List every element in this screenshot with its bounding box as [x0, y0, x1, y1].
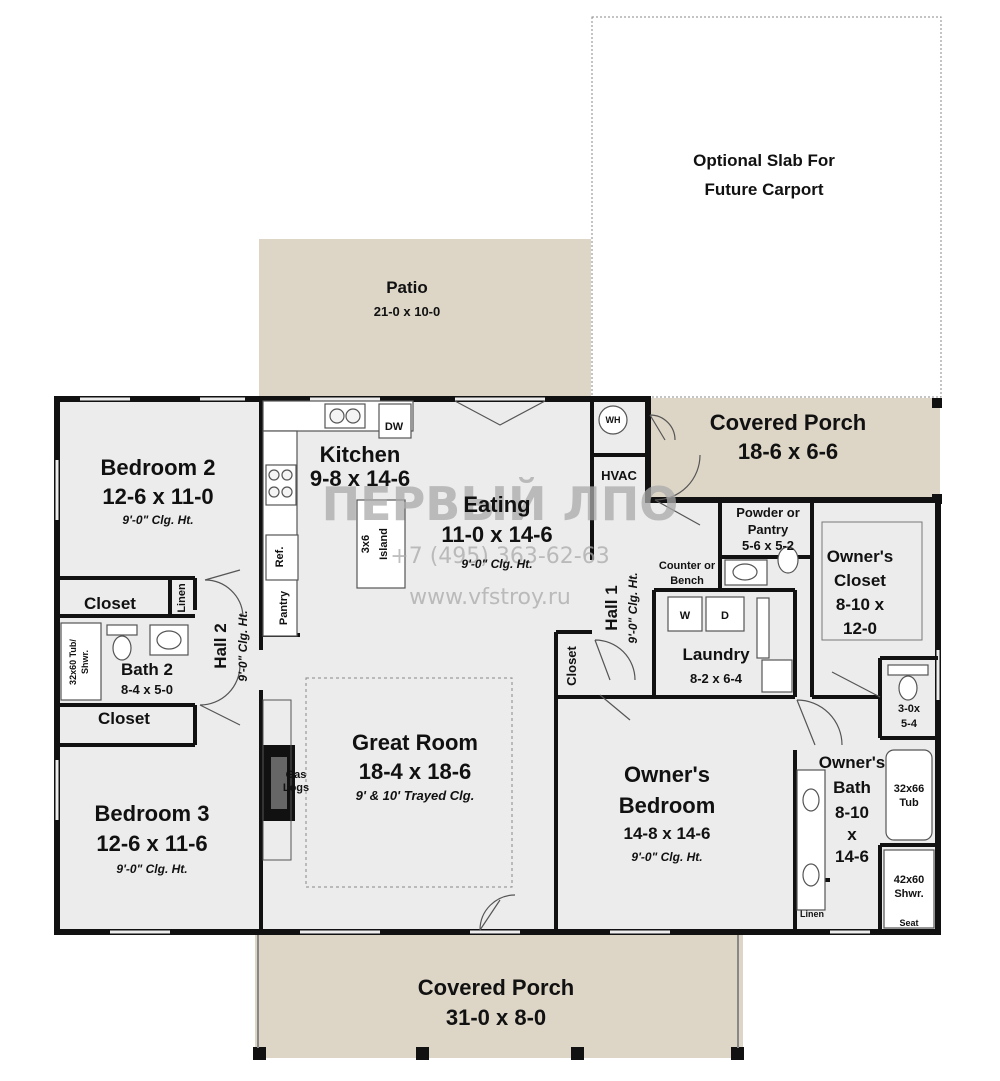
covered-porch-right-area: [648, 398, 940, 500]
kitchen-name: Kitchen: [320, 442, 401, 467]
dryer-label: D: [721, 610, 729, 622]
laundry-name: Laundry: [682, 645, 750, 664]
water-heater-label: WH: [606, 415, 621, 425]
powder-fixtures: [724, 546, 799, 586]
island-label-line2: Island: [378, 528, 390, 560]
gas-logs-line2: Logs: [283, 782, 309, 794]
owners-shower-label-line1: 42x60: [894, 874, 925, 886]
porch-right-name: Covered Porch: [710, 410, 867, 435]
porch-posts: [253, 1047, 744, 1060]
wc-label-line1: 3-0x: [898, 703, 921, 715]
eating-ceiling: 9'-0" Clg. Ht.: [461, 557, 532, 571]
bath2-fixtures: [60, 622, 189, 701]
pantry-label: Pantry: [278, 590, 290, 625]
owners-bedroom-line1: Owner's: [624, 762, 710, 787]
washer-label: W: [680, 610, 691, 622]
owners-bath-line3: 8-10: [835, 803, 869, 822]
powder-label-line2: Pantry: [748, 522, 789, 537]
porch-front-name: Covered Porch: [418, 975, 575, 1000]
owners-bath-line1: Owner's: [819, 753, 885, 772]
owners-seat-label: Seat: [899, 918, 918, 928]
owners-tub-label-line1: 32x66: [894, 783, 925, 795]
owners-bath-line2: Bath: [833, 778, 871, 797]
owners-shower-label-line2: Shwr.: [894, 888, 923, 900]
bedroom2-name: Bedroom 2: [101, 455, 216, 480]
hall1-closet-label: Closet: [564, 645, 579, 685]
dishwasher-label: DW: [385, 421, 404, 433]
hall1-name: Hall 1: [602, 585, 621, 630]
windows: [55, 397, 940, 934]
bedroom3-name: Bedroom 3: [95, 801, 210, 826]
counter-label-line2: Bench: [670, 575, 704, 587]
fireplace: [262, 699, 295, 861]
bath2-tub-label2: Shwr.: [80, 650, 90, 674]
house-floor: [57, 399, 938, 932]
hall2-name: Hall 2: [211, 623, 230, 668]
hall-linen-label: Linen: [176, 583, 188, 613]
owners-linen-label: Linen: [800, 909, 824, 919]
water-heater-symbol: [598, 405, 628, 435]
owners-bath-line4: x: [847, 825, 857, 844]
owners-closet-line3: 8-10 x: [836, 595, 885, 614]
wc-label-line2: 5-4: [901, 718, 918, 730]
door-swings: [199, 400, 881, 931]
gas-logs-line1: Gas: [286, 769, 307, 781]
great-room-ceiling: 9' & 10' Trayed Clg.: [356, 788, 475, 803]
hall1-ceiling: 9'-0" Clg. Ht.: [626, 572, 640, 643]
owners-bedroom-dims: 14-8 x 14-6: [624, 824, 711, 843]
porch-right-dims: 18-6 x 6-6: [738, 439, 838, 464]
owners-bath-fixtures: [796, 664, 935, 929]
owners-closet-shelf: [821, 521, 923, 641]
island-label-line1: 3x6: [360, 535, 372, 553]
bedroom3-dims: 12-6 x 11-6: [96, 831, 207, 856]
owners-bedroom-line2: Bedroom: [619, 793, 716, 818]
counter-label-line1: Counter or: [659, 560, 716, 572]
kitchen-fixtures: [262, 400, 414, 637]
covered-porch-front-area: [255, 934, 743, 1058]
carport-label-line2: Future Carport: [705, 180, 824, 199]
hall2-ceiling: 9'-0" Clg. Ht.: [236, 610, 250, 681]
patio-area: [259, 239, 591, 399]
kitchen-dims: 9-8 x 14-6: [310, 466, 410, 491]
laundry-fixtures: [667, 596, 793, 693]
patio-name: Patio: [386, 278, 428, 297]
porch-front-dims: 31-0 x 8-0: [446, 1005, 546, 1030]
closet-lower-label: Closet: [98, 709, 150, 728]
closet-upper-label: Closet: [84, 594, 136, 613]
bath2-tub-label: 32x60 Tub/: [68, 639, 78, 685]
owners-closet-line2: Closet: [834, 571, 886, 590]
eating-name: Eating: [463, 492, 530, 517]
tray-ceiling-outline: [305, 677, 513, 888]
carport-label-line1: Optional Slab For: [693, 151, 835, 170]
great-room-name: Great Room: [352, 730, 478, 755]
owners-bath-line5: 14-6: [835, 847, 869, 866]
laundry-dims: 8-2 x 6-4: [690, 671, 743, 686]
owners-bedroom-ceiling: 9'-0" Clg. Ht.: [631, 850, 702, 864]
hvac-label: HVAC: [601, 468, 637, 483]
refrigerator-label: Ref.: [274, 547, 286, 568]
bedroom2-ceiling: 9'-0" Clg. Ht.: [122, 513, 193, 527]
bedroom3-ceiling: 9'-0" Clg. Ht.: [116, 862, 187, 876]
great-room-dims: 18-4 x 18-6: [359, 759, 472, 784]
watermark-logo: ПЕРВЫЙ ЛПО: [322, 477, 679, 531]
owners-closet-line1: Owner's: [827, 547, 893, 566]
bedroom2-dims: 12-6 x 11-0: [102, 484, 213, 509]
bath2-dims: 8-4 x 5-0: [121, 682, 173, 697]
patio-dims: 21-0 x 10-0: [374, 304, 441, 319]
owners-closet-line4: 12-0: [843, 619, 877, 638]
eating-dims: 11-0 x 14-6: [441, 522, 552, 547]
powder-label-line1: Powder or: [736, 505, 800, 520]
watermark-phone: +7 (495) 363-62-63: [390, 544, 609, 569]
interior-walls: [57, 399, 938, 932]
porch-post: [932, 398, 942, 408]
carport-slab: [591, 16, 942, 398]
powder-dims: 5-6 x 5-2: [742, 538, 794, 553]
owners-tub-label-line2: Tub: [899, 797, 919, 809]
watermark-url: www.vfstroy.ru: [409, 585, 571, 610]
bath2-name: Bath 2: [121, 660, 173, 679]
